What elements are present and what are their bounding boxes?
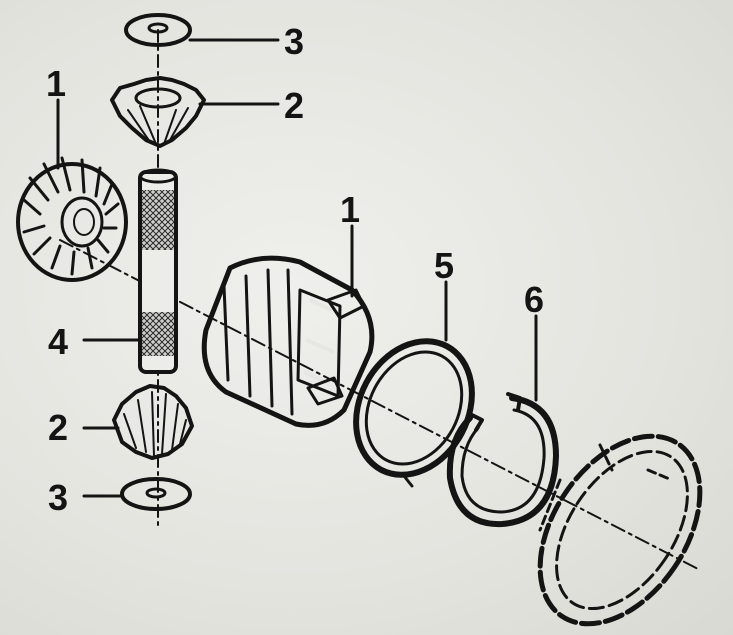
pinion-gear-top [110, 76, 206, 148]
callout-washer-top: 3 [284, 21, 304, 62]
pinion-gear-bottom [112, 384, 194, 460]
case-housing [537, 433, 703, 627]
callout-ring-6: 6 [524, 279, 544, 320]
callout-ring-5: 5 [434, 245, 454, 286]
ring-6 [446, 392, 559, 528]
callout-pin-shaft: 4 [48, 321, 68, 362]
callout-side-gear-left: 1 [46, 63, 66, 104]
washer-top [124, 13, 192, 47]
pin-shaft [138, 168, 178, 374]
callout-pinion-bottom: 2 [48, 407, 68, 448]
callout-washer-bottom: 3 [48, 477, 68, 518]
leader-lines [56, 38, 538, 498]
differential-carrier [201, 255, 375, 428]
side-gear-left [16, 156, 128, 282]
callout-pinion-top: 2 [284, 85, 304, 126]
callout-side-gear-right: 1 [340, 189, 360, 230]
washer-bottom [120, 477, 192, 511]
ring-5 [353, 338, 475, 488]
